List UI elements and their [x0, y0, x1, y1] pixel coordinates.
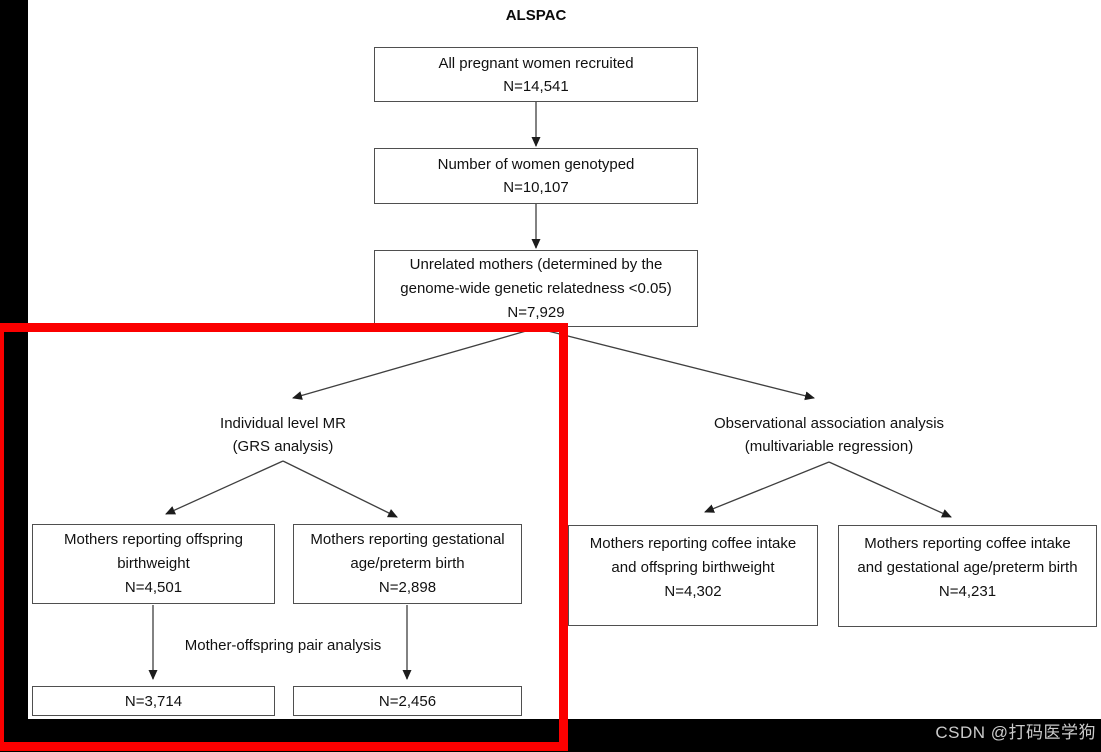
- box-line: All pregnant women recruited: [438, 54, 634, 72]
- box-line: N=10,107: [503, 179, 569, 196]
- label-line: (multivariable regression): [744, 438, 914, 455]
- left-letterbox-bar: [0, 0, 28, 752]
- box-line: N=4,231: [938, 583, 997, 600]
- box-line: Mothers reporting coffee intake: [589, 535, 797, 552]
- box-gestational-age: Mothers reporting gestational age/preter…: [293, 524, 522, 604]
- box-pair-n-gestational: N=2,456: [293, 686, 522, 716]
- label-observational-analysis: Observational association analysis (mult…: [679, 412, 979, 458]
- arrow-obs-to-coffee-gestational-box: [828, 461, 952, 518]
- box-line: age/preterm birth: [350, 555, 465, 572]
- box-pair-n-birthweight: N=3,714: [32, 686, 275, 716]
- arrow-obs-to-coffee-birthweight-box: [704, 461, 830, 513]
- box-coffee-gestational: Mothers reporting coffee intake and gest…: [838, 525, 1097, 627]
- box-line: and gestational age/preterm birth: [857, 559, 1078, 576]
- label-individual-level-mr: Individual level MR (GRS analysis): [158, 412, 408, 458]
- label-line: (GRS analysis): [232, 438, 334, 455]
- label-line: Individual level MR: [220, 415, 346, 432]
- arrow-mr-to-gestational-box: [282, 460, 398, 518]
- box-unrelated-mothers: Unrelated mothers (determined by the gen…: [374, 250, 698, 327]
- box-line: genome-wide genetic relatedness <0.05): [400, 279, 672, 297]
- box-line: Number of women genotyped: [437, 156, 635, 173]
- box-line: Mothers reporting offspring: [64, 531, 243, 548]
- label-mother-offspring-pair: Mother-offspring pair analysis: [184, 637, 382, 654]
- box-offspring-birthweight: Mothers reporting offspring birthweight …: [32, 524, 275, 604]
- box-women-genotyped: Number of women genotyped N=10,107: [374, 148, 698, 204]
- box-all-pregnant-women: All pregnant women recruited N=14,541: [374, 47, 698, 102]
- box-line: N=7,929: [507, 303, 565, 321]
- watermark-text: CSDN @打码医学狗: [935, 723, 1096, 742]
- box-line: Mothers reporting coffee intake: [864, 535, 1071, 552]
- figure-title: ALSPAC: [505, 7, 567, 24]
- box-coffee-birthweight: Mothers reporting coffee intake and offs…: [568, 525, 818, 626]
- arrow-unrelated-to-mr-branch: [292, 328, 534, 400]
- arrow-unrelated-to-observational-branch: [539, 328, 815, 401]
- box-line: N=4,302: [664, 583, 722, 600]
- box-line: N=14,541: [503, 77, 569, 95]
- box-line: birthweight: [117, 555, 190, 572]
- arrow-mr-to-offspring-box: [165, 460, 284, 515]
- box-line: Unrelated mothers (determined by the: [409, 255, 663, 273]
- box-line: N=2,898: [378, 579, 437, 596]
- box-line: and offspring birthweight: [611, 559, 775, 576]
- box-line: Mothers reporting gestational: [310, 531, 505, 548]
- label-line: Observational association analysis: [713, 415, 945, 432]
- box-line: N=4,501: [124, 579, 183, 596]
